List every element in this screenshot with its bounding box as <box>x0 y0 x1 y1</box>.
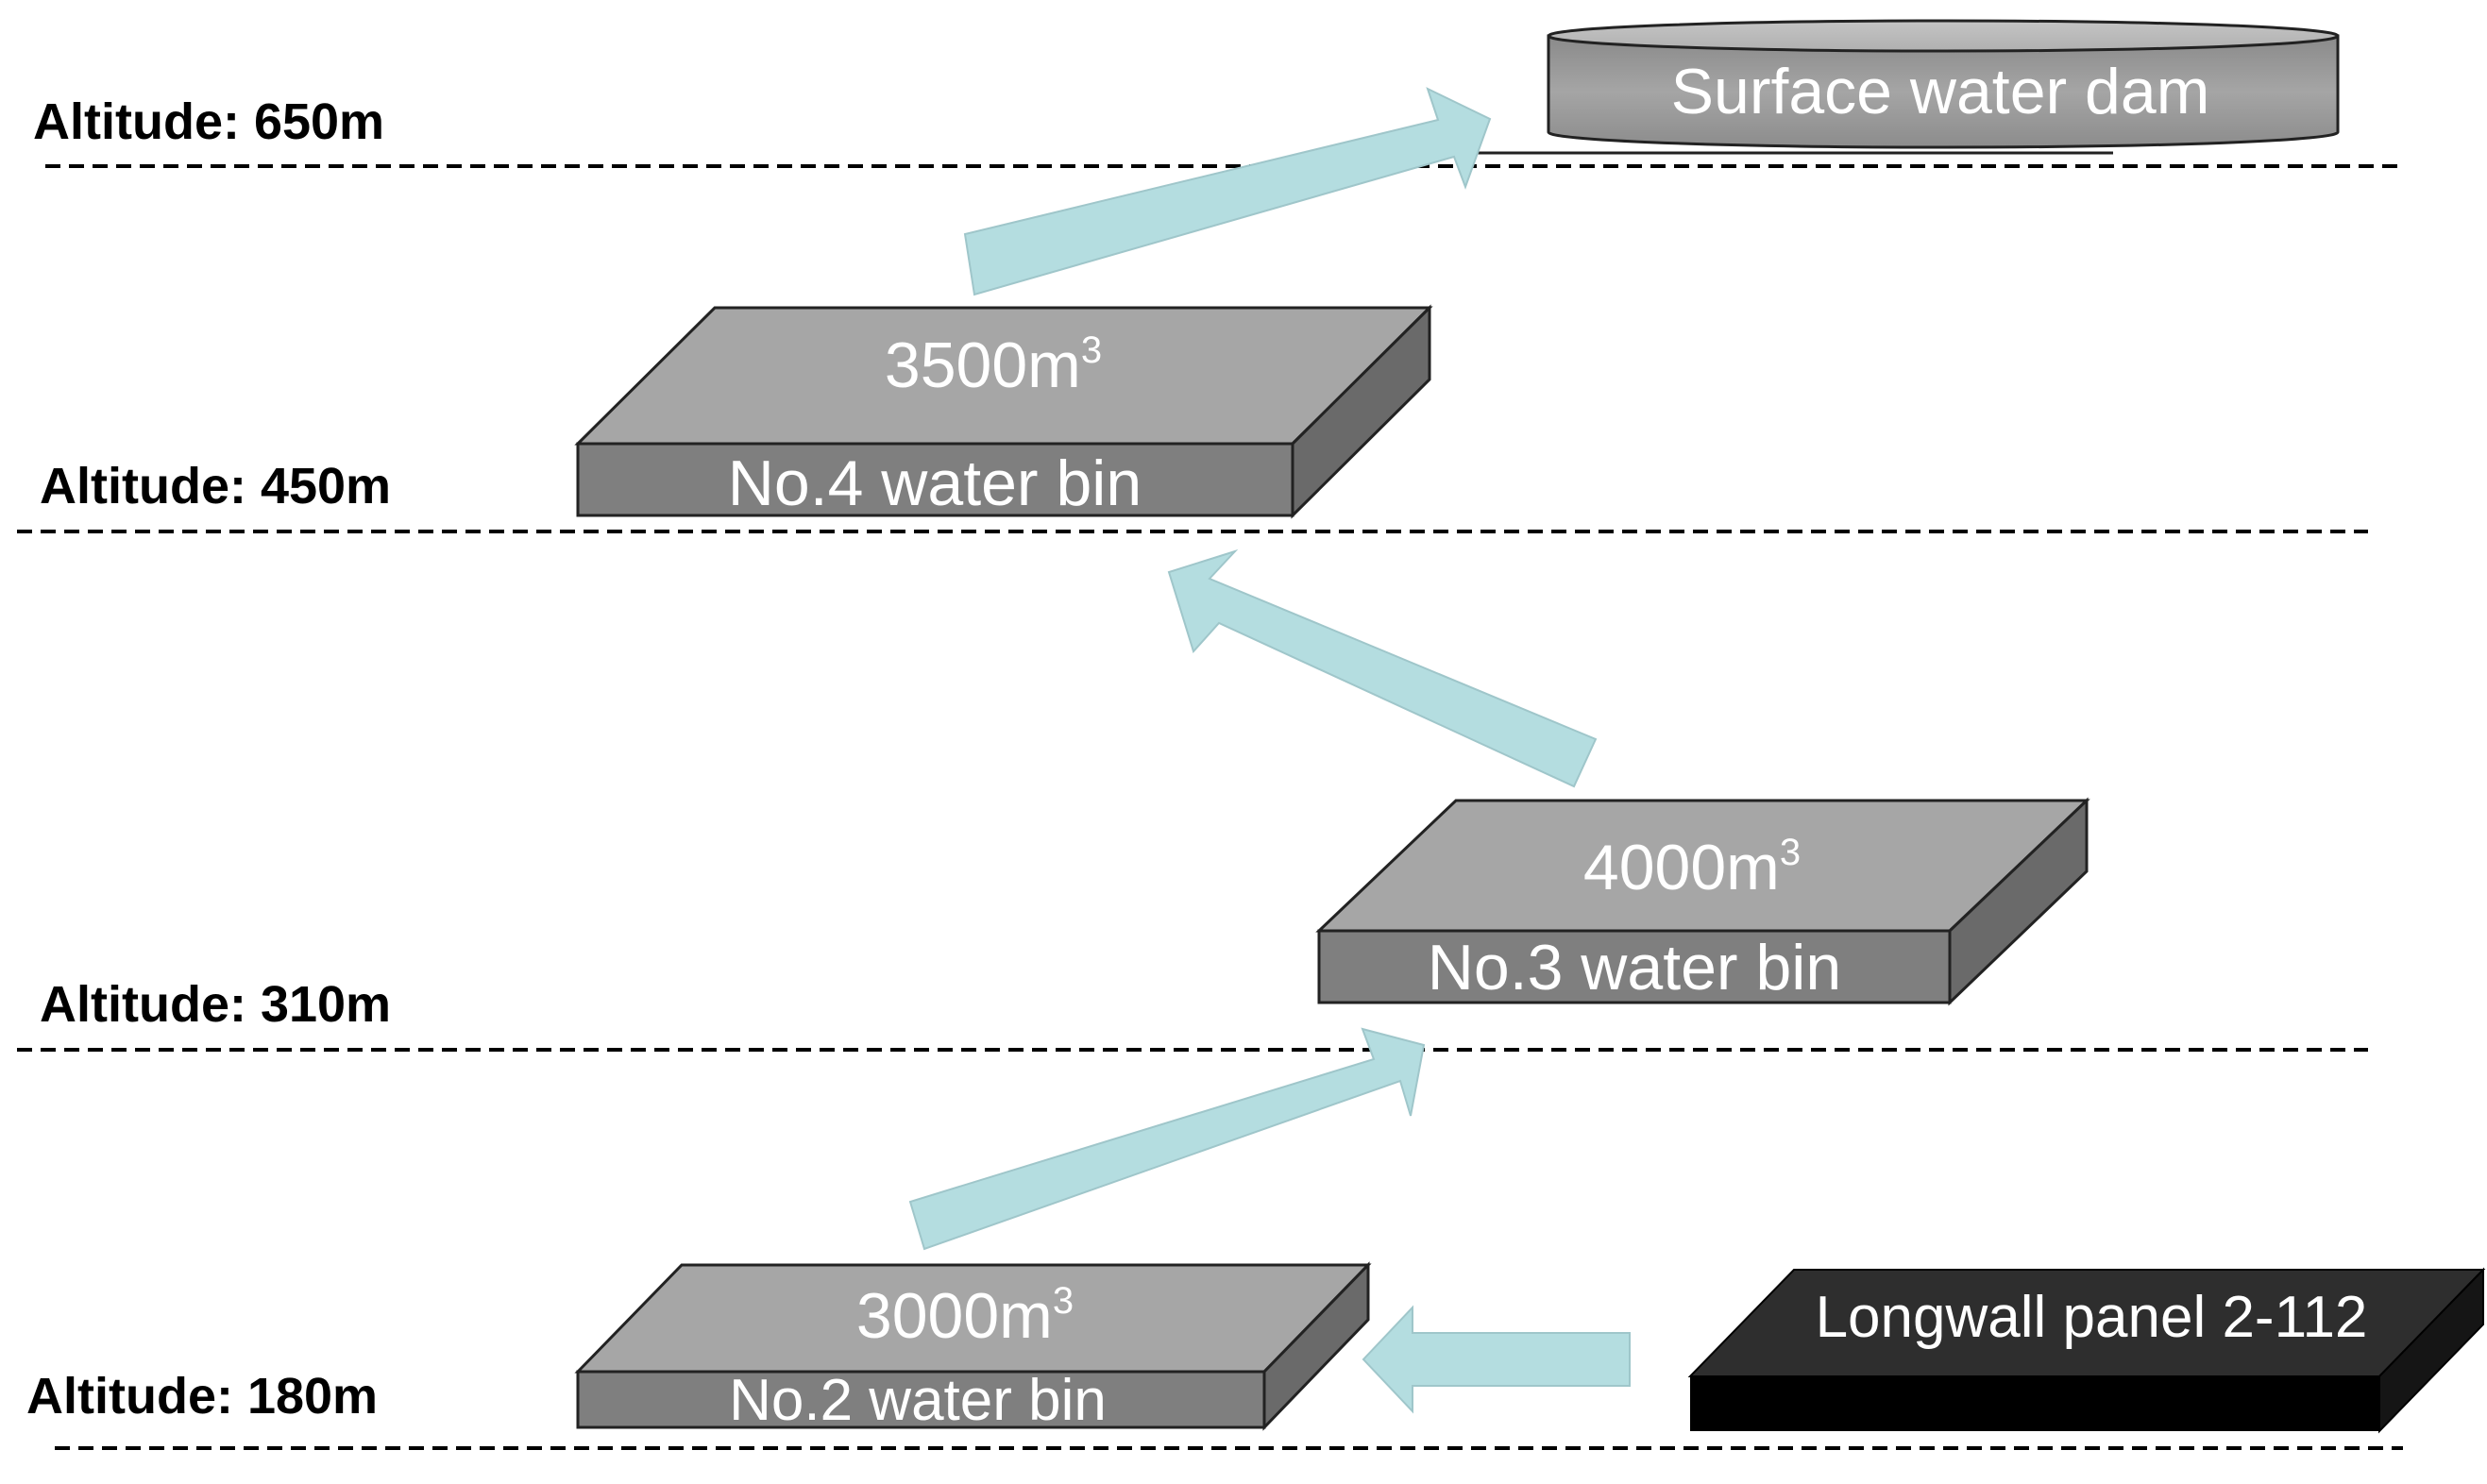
dam-label: Surface water dam <box>1671 56 2210 127</box>
longwall-panel: Longwall panel 2-112 <box>1687 1267 2486 1434</box>
dam-top <box>1547 19 2340 53</box>
no2-bin-capacity: 3000m3 <box>856 1280 1074 1352</box>
panel-front <box>1690 1376 2379 1431</box>
flow-arrow-no3-to-no4 <box>1167 548 1598 788</box>
no2-bin-front <box>576 1370 1266 1429</box>
no4-bin-name: No.4 water bin <box>728 447 1142 519</box>
no3-bin-capacity: 4000m3 <box>1583 832 1801 903</box>
no2-water-bin: 3000m3 No.2 water bin <box>574 1261 1372 1433</box>
no3-bin-front <box>1317 929 1952 1004</box>
flow-arrow-panel-to-no2 <box>1362 1305 1631 1414</box>
altitude-label-450: Altitude: 450m <box>40 458 391 514</box>
no3-bin-name: No.3 water bin <box>1428 932 1841 1003</box>
flow-arrow-no2-to-no3 <box>908 1027 1426 1251</box>
altitude-label-310: Altitude: 310m <box>40 976 391 1033</box>
no4-bin-front <box>576 442 1294 517</box>
altitude-label-650: Altitude: 650m <box>33 93 384 150</box>
no2-bin-name: No.2 water bin <box>729 1368 1107 1433</box>
panel-label: Longwall panel 2-112 <box>1816 1285 2368 1350</box>
flow-arrow-no4-to-dam <box>963 87 1492 296</box>
no4-water-bin: 3500m3 No.4 water bin <box>574 304 1433 519</box>
altitude-label-180: Altitude: 180m <box>26 1368 378 1425</box>
surface-water-dam: Surface water dam <box>1547 19 2340 149</box>
no3-water-bin: 4000m3 No.3 water bin <box>1315 797 2090 1006</box>
no4-bin-capacity: 3500m3 <box>885 329 1102 401</box>
dam-body <box>1547 34 2340 149</box>
